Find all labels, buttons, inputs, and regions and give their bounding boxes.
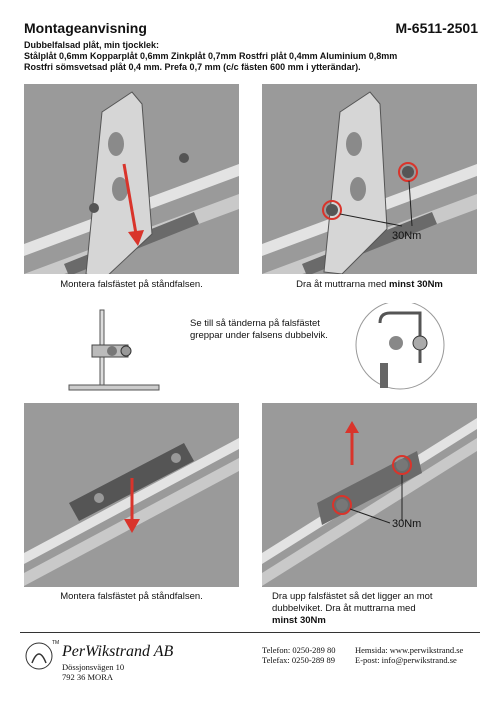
- document-number: M-6511-2501: [395, 20, 478, 36]
- step-2-caption-text: Dra åt muttrarna med: [296, 279, 390, 290]
- company-logo: [24, 641, 54, 671]
- step-4-caption: Dra upp falsfästet så det ligger an mot …: [272, 591, 482, 627]
- trademark-mark: TM: [52, 640, 60, 646]
- company-name: PerWikstrand AB: [62, 643, 174, 660]
- specs-line-2: Stålplåt 0,6mm Kopparplåt 0,6mm Zinkplåt…: [24, 51, 398, 61]
- step-2-caption: Dra åt muttrarna med minst 30Nm: [262, 279, 477, 291]
- double-fold-detail-illustration: [350, 300, 450, 398]
- step-4-caption-bold: minst 30Nm: [272, 615, 326, 626]
- step-3-caption: Montera falsfästet på ståndfalsen.: [60, 591, 203, 602]
- step-2-illustration: [262, 84, 477, 274]
- address-line-1: Dössjonsvägen 10: [62, 662, 125, 672]
- material-specs: Dubbelfalsad plåt, min tjocklek: Stålplå…: [24, 40, 484, 73]
- step-4-illustration: [262, 403, 477, 587]
- step-2-caption-bold: minst 30Nm: [389, 279, 443, 290]
- company-address: Dössjonsvägen 10 792 36 MORA: [62, 662, 124, 682]
- footer-divider: [20, 632, 480, 633]
- step-1-caption: Montera falsfästet på ståndfalsen.: [60, 279, 203, 290]
- email-link[interactable]: E-post: info@perwikstrand.se: [355, 655, 457, 665]
- page-title: Montageanvisning: [24, 20, 147, 36]
- website-link[interactable]: Hemsida: www.perwikstrand.se: [355, 645, 464, 655]
- step-4-caption-line-1: Dra upp falsfästet så det ligger an mot: [272, 591, 433, 602]
- profile-detail-illustration: [64, 305, 164, 395]
- torque-label-2: 30Nm: [392, 518, 422, 530]
- fax-number: Telefax: 0250-289 89: [262, 655, 336, 665]
- grip-note: Se till så tänderna på falsfästet greppa…: [190, 318, 328, 341]
- address-line-2: 792 36 MORA: [62, 672, 114, 682]
- contact-web-email: Hemsida: www.perwikstrand.se E-post: inf…: [355, 645, 463, 665]
- step-4-caption-line-2: dubbelviket. Dra åt muttrarna med: [272, 603, 416, 614]
- step-1-illustration: [24, 84, 239, 274]
- specs-line-1: Dubbelfalsad plåt, min tjocklek:: [24, 40, 160, 50]
- contact-phone-fax: Telefon: 0250-289 80 Telefax: 0250-289 8…: [262, 645, 336, 665]
- phone-number: Telefon: 0250-289 80: [262, 645, 336, 655]
- step-3-illustration: [24, 403, 239, 587]
- torque-label: 30Nm: [392, 230, 422, 242]
- specs-line-3: Rostfri sömsvetsad plåt 0,4 mm. Prefa 0,…: [24, 62, 361, 72]
